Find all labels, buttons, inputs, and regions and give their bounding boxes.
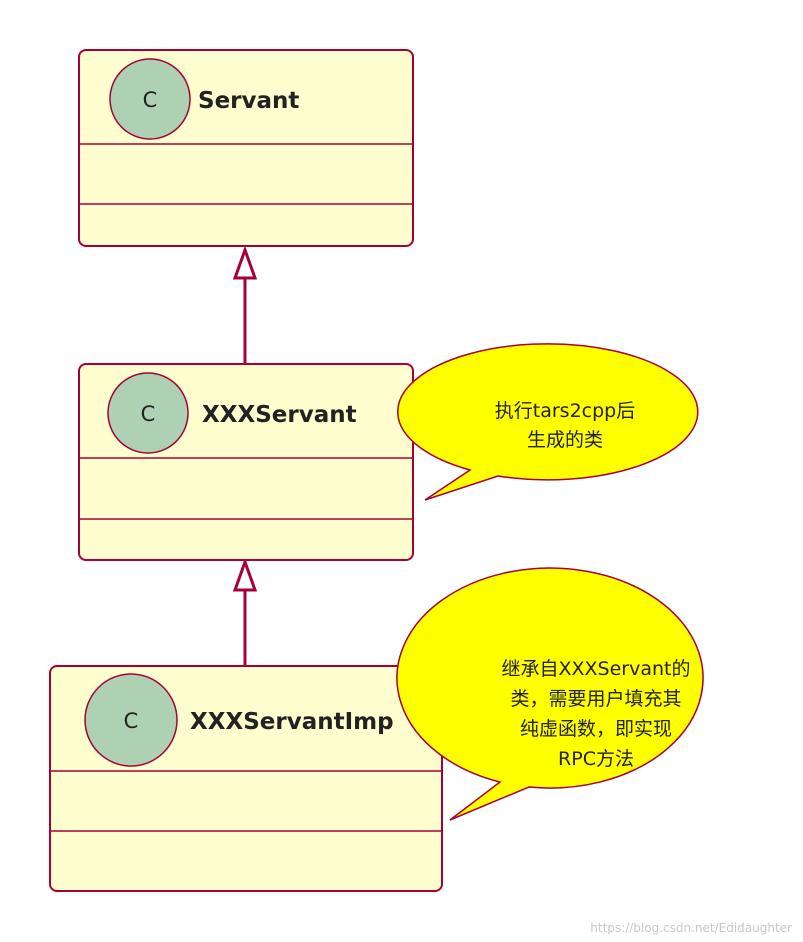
- inheritance-arrowhead: [232, 245, 258, 280]
- class-stereotype-letter: C: [124, 709, 139, 733]
- class-stereotype-letter: C: [141, 402, 156, 426]
- inheritance-arrow-xxxservantimp-to-xxxservant: [232, 557, 258, 665]
- note-line: 执行tars2cpp后: [495, 400, 635, 422]
- class-name: XXXServantImp: [190, 709, 394, 735]
- class-stereotype-letter: C: [143, 88, 158, 112]
- note-bubble: [396, 567, 704, 821]
- note-line: 纯虚函数，即实现: [520, 718, 672, 740]
- note-generated-class: 执行tars2cpp后 生成的类: [397, 343, 699, 501]
- note-line: 继承自XXXServant的: [502, 658, 691, 680]
- class-stereotype-circle-icon: [84, 673, 178, 767]
- class-name: XXXServant: [202, 402, 357, 428]
- class-xxxservantimp[interactable]: C XXXServantImp: [49, 665, 443, 892]
- note-line: 类，需要用户填充其: [510, 688, 681, 710]
- class-xxxservant[interactable]: C XXXServant: [78, 363, 414, 561]
- note-line: RPC方法: [558, 748, 634, 770]
- class-servant[interactable]: C Servant: [78, 49, 414, 247]
- note-implementation-class: 继承自XXXServant的 类，需要用户填充其 纯虚函数，即实现 RPC方法: [396, 567, 704, 821]
- inheritance-arrowhead: [232, 557, 258, 592]
- class-name: Servant: [198, 88, 299, 114]
- note-line: 生成的类: [527, 429, 603, 451]
- class-stereotype-circle-icon: [109, 58, 191, 140]
- watermark-text: https://blog.csdn.net/Edidaughter: [590, 921, 792, 935]
- inheritance-arrow-xxxservant-to-servant: [232, 245, 258, 365]
- note-bubble: [397, 343, 699, 501]
- class-stereotype-circle-icon: [107, 372, 189, 454]
